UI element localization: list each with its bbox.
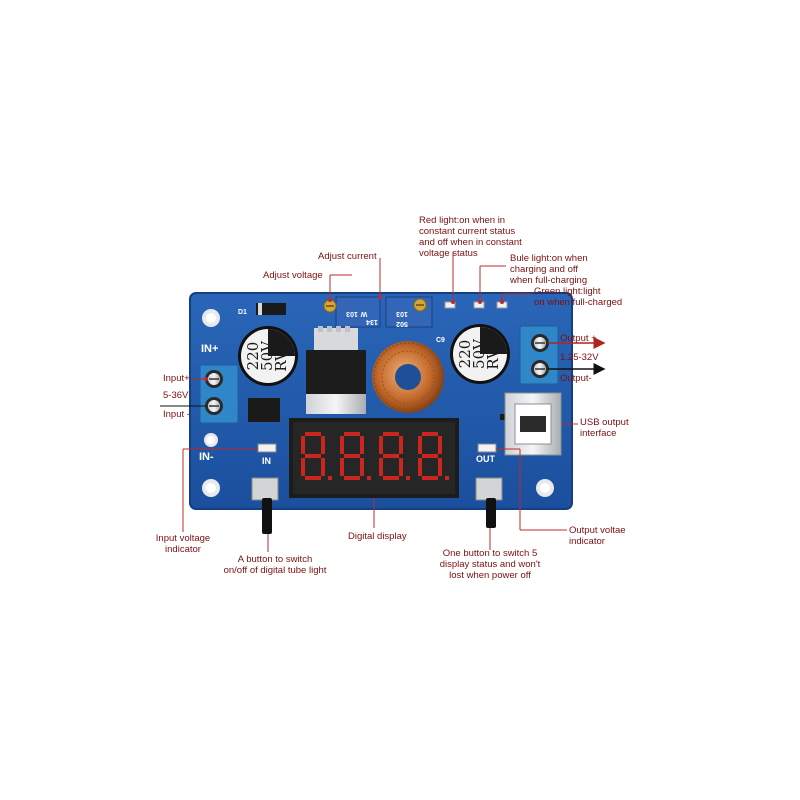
callout-input-indicator: Input voltage indicator	[155, 533, 211, 555]
callout-input-range: 5-36V	[163, 390, 189, 401]
display-segment	[360, 458, 364, 476]
display-digit	[379, 432, 410, 480]
display-segment	[344, 432, 360, 436]
silkscreen-in: IN	[262, 456, 271, 466]
usb-port[interactable]	[504, 392, 562, 456]
pot-current-code: 103	[396, 310, 408, 317]
led-red	[444, 301, 456, 309]
callout-usb-output: USB output interface	[580, 417, 629, 439]
mounting-hole	[202, 479, 220, 497]
display-segment	[418, 458, 422, 476]
diode-d1	[256, 303, 286, 315]
callout-input-plus: Input+	[163, 373, 190, 384]
display-segment	[301, 458, 305, 476]
led-input-indicator	[257, 443, 277, 453]
callout-input-minus: Input -	[163, 409, 190, 420]
display-segment	[383, 432, 399, 436]
callout-output-minus: Output-	[560, 373, 592, 384]
capacitor-right-line3: RVT	[484, 338, 502, 370]
capacitor-right-line1: 220	[456, 340, 474, 369]
potentiometer-current[interactable]: 103 502	[385, 296, 433, 328]
display-segment	[438, 458, 442, 476]
callout-output-plus: Output +	[560, 333, 597, 344]
display-segment	[383, 454, 399, 458]
display-digit	[340, 432, 371, 480]
callout-button-light: A button to switch on/off of digital tub…	[223, 554, 327, 576]
mounting-hole	[536, 479, 554, 497]
leader-lines	[182, 252, 578, 552]
display-decimal-point	[367, 476, 371, 480]
display-segment	[321, 436, 325, 454]
callout-output-range: 1.25-32V	[560, 352, 599, 363]
display-decimal-point	[445, 476, 449, 480]
display-segment	[305, 432, 321, 436]
display-segment	[321, 458, 325, 476]
mounting-hole	[202, 309, 220, 327]
button-display-status[interactable]	[475, 477, 503, 528]
callout-output-indicator: Output voltae indicator	[569, 525, 626, 547]
silkscreen-c9: C9	[436, 337, 445, 344]
display-segment	[305, 454, 321, 458]
leader-dots	[204, 295, 504, 381]
pot-current-num: 502	[396, 320, 408, 327]
capacitor-left-line1: 220	[244, 342, 262, 371]
capacitor-left-line2: 50V	[258, 340, 276, 371]
callout-red-light: Red light:on when in constant current st…	[419, 215, 522, 259]
display-segment	[422, 432, 438, 436]
capacitor-left-line3: RVT	[272, 340, 290, 372]
display-segment	[344, 454, 360, 458]
capacitor-right: 220 50V RVT	[450, 324, 510, 384]
toroid-inductor	[372, 341, 444, 413]
silkscreen-in-plus: IN+	[201, 343, 218, 355]
callout-digital-display: Digital display	[348, 531, 407, 542]
display-segment	[422, 454, 438, 458]
pot-voltage-w: W	[360, 310, 367, 317]
display-segment	[399, 458, 403, 476]
silkscreen-in-minus: IN-	[199, 451, 214, 463]
display-segment	[379, 436, 383, 454]
display-segment	[305, 476, 321, 480]
pot-voltage-code: 103	[346, 310, 358, 317]
display-segment	[422, 476, 438, 480]
silkscreen-d1: D1	[238, 309, 247, 316]
digital-display	[289, 418, 459, 498]
callout-green-light: Green light:light on when full-charged	[534, 286, 623, 308]
display-segment	[438, 436, 442, 454]
display-segment	[360, 436, 364, 454]
display-decimal-point	[406, 476, 410, 480]
pot-voltage-num: 134	[366, 318, 378, 325]
display-segment	[418, 436, 422, 454]
capacitor-right-line2: 50V	[470, 338, 488, 369]
callout-button-status: One button to switch 5 display status an…	[439, 548, 541, 581]
led-output-indicator	[477, 443, 497, 453]
display-decimal-point	[328, 476, 332, 480]
callout-blue-light: Bule light:on when charging and off when…	[510, 253, 588, 286]
display-digits	[301, 432, 449, 480]
display-digit	[301, 432, 332, 480]
silkscreen-out: OUT	[476, 454, 496, 464]
display-segment	[379, 458, 383, 476]
display-segment	[340, 458, 344, 476]
smd-chip	[248, 398, 280, 422]
regulator-ic	[306, 326, 366, 414]
output-terminal-block	[519, 325, 559, 385]
input-terminal-block	[199, 364, 239, 424]
display-segment	[340, 436, 344, 454]
callout-adjust-voltage: Adjust voltage	[263, 270, 323, 281]
mounting-hole	[204, 433, 218, 447]
callout-adjust-current: Adjust current	[318, 251, 377, 262]
potentiometer-voltage[interactable]: 103 W 134	[323, 296, 381, 328]
display-segment	[301, 436, 305, 454]
display-digit	[418, 432, 449, 480]
display-segment	[399, 436, 403, 454]
display-segment	[344, 476, 360, 480]
capacitor-left: 220 50V RVT	[238, 326, 298, 386]
button-light-toggle[interactable]	[251, 477, 279, 534]
display-segment	[383, 476, 399, 480]
